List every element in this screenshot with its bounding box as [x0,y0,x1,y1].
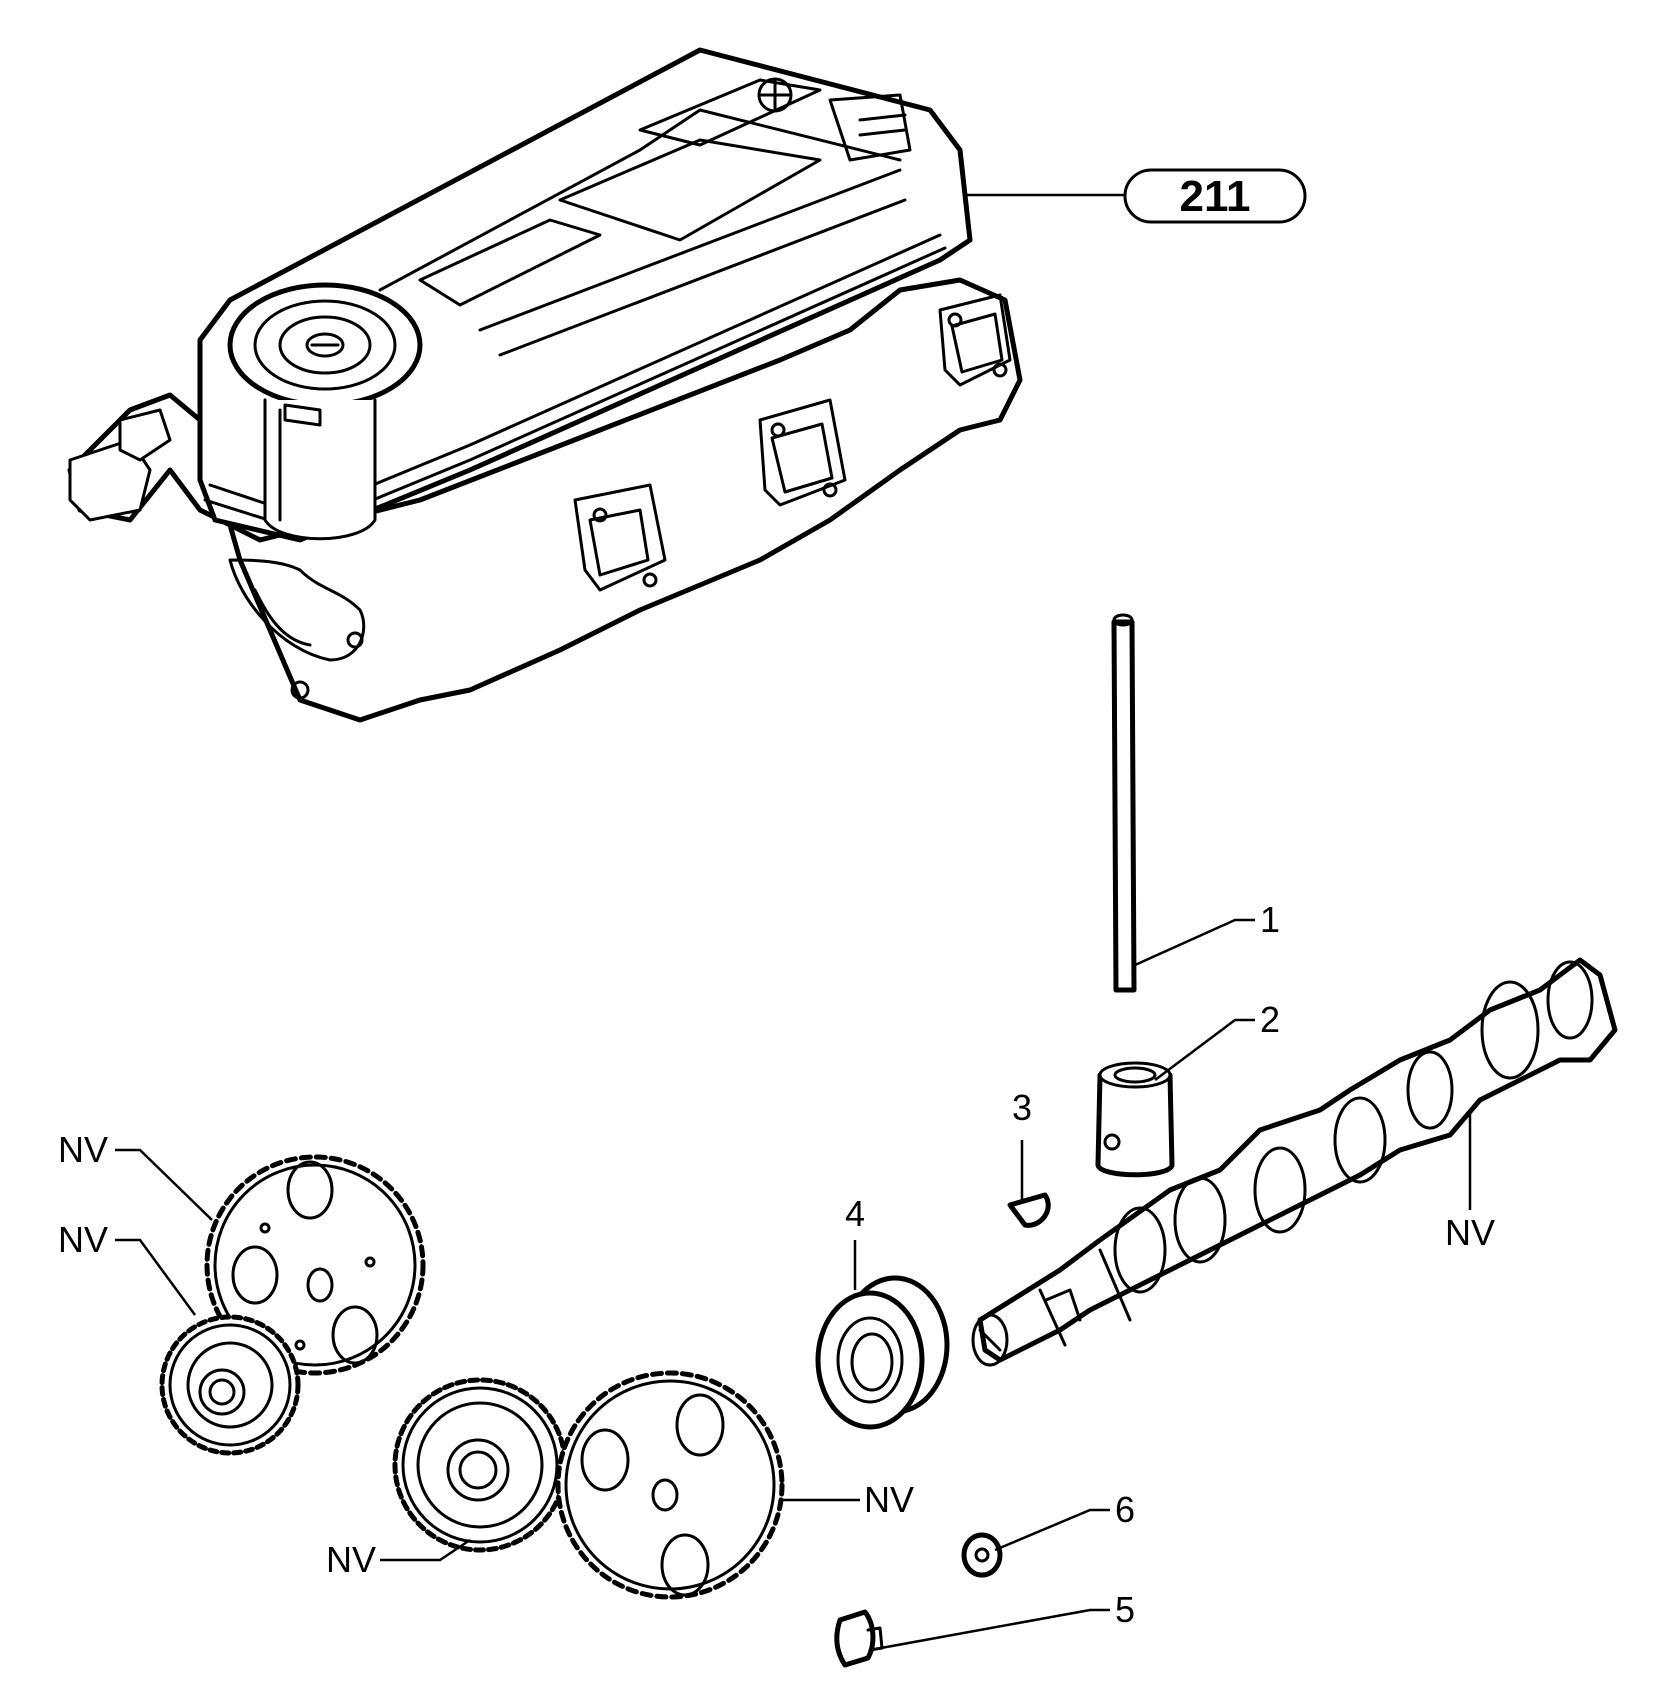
assembly-callout-pill [1123,168,1307,224]
gear-large-top [204,1154,426,1376]
push-rod [1111,613,1137,993]
callout-part-4: 4 [845,1193,865,1234]
washer [961,1532,1003,1578]
callout-part-6: 6 [1115,1489,1135,1530]
screw [834,1609,884,1668]
callout-nv-gear-small-left: NV [58,1219,108,1260]
callout-nv-gear-large-top: NV [58,1129,108,1170]
callout-part-5: 5 [1115,1589,1135,1630]
leader-lines [115,193,1472,1652]
callout-part-1: 1 [1260,899,1280,940]
cylinder-head-assembly [67,47,1023,723]
callout-nv-camshaft: NV [1445,1212,1495,1253]
callout-nv-gear-idler: NV [326,1539,376,1580]
callout-labels: 211 1 2 3 4 6 5 NV NV NV NV NV [58,168,1495,1630]
woodruff-key [1007,1192,1051,1228]
ball-bearing [815,1275,950,1430]
assembly-callout-211: 211 [1180,172,1251,221]
gear-small-left [159,1314,301,1456]
tappet [1095,1061,1175,1178]
gear-right [555,1370,785,1600]
gear-idler [392,1377,568,1553]
callout-nv-gear-right: NV [864,1479,914,1520]
callout-part-2: 2 [1260,999,1280,1040]
callout-part-3: 3 [1012,1087,1032,1128]
camshaft [971,957,1618,1367]
